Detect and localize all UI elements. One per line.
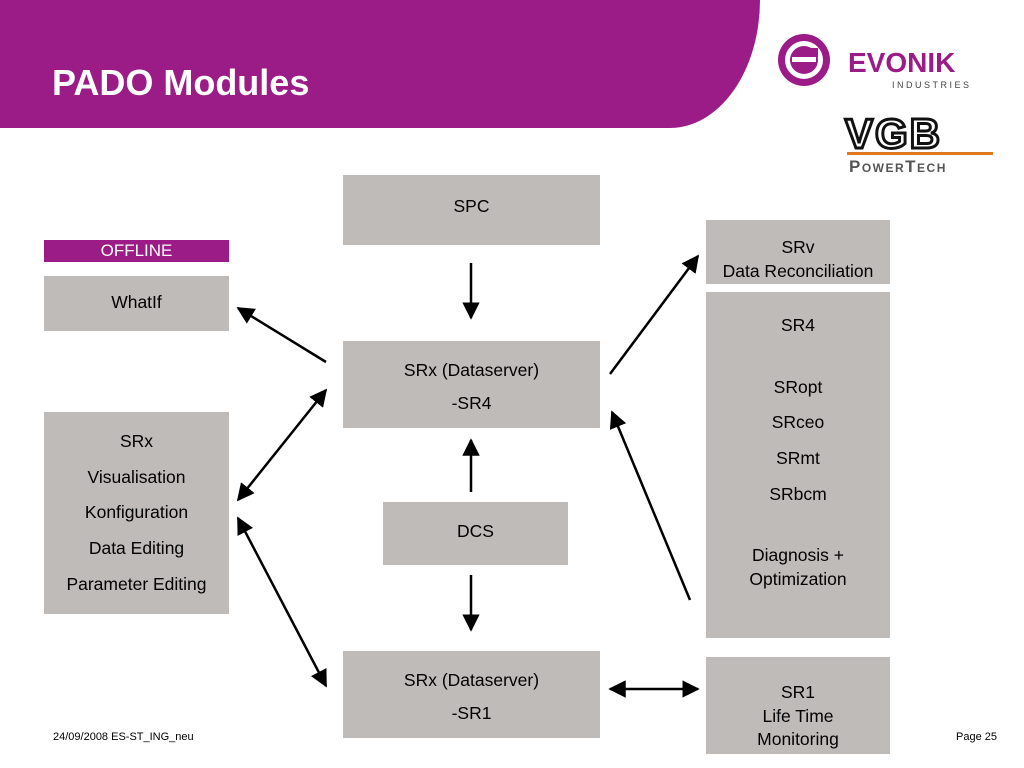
srx-dataserver-sr1-box: SRx (Dataserver) -SR1 — [343, 651, 600, 738]
arrow-srx-top-to-visualisation — [236, 388, 328, 502]
sr1-line3: Monitoring — [757, 729, 839, 750]
arrow-srx-bottom-to-visualisation — [236, 516, 328, 688]
evonik-emblem-icon: EVONIK INDUSTRIES — [778, 34, 972, 90]
sr1-box: SR1 Life Time Monitoring — [706, 657, 890, 754]
optimization-label: Optimization — [749, 568, 847, 589]
arrow-srx-to-srv — [608, 254, 700, 375]
page-title: PADO Modules — [52, 62, 310, 103]
sr1-line1: SR1 — [780, 682, 816, 702]
vgb-subtitle: PowerTech — [849, 157, 947, 176]
srx-left-line2: Visualisation — [87, 466, 186, 487]
arrow-srx-to-whatif — [236, 306, 327, 364]
sr4-label: SR4 — [780, 315, 816, 335]
footer-date: 24/09/2008 ES-ST_ING_neu — [53, 731, 194, 743]
spc-label: SPC — [453, 196, 490, 216]
srv-line1: SRv — [781, 237, 815, 257]
vgb-orange-bar — [847, 152, 993, 155]
srx-bottom-line1: SRx (Dataserver) — [403, 670, 540, 690]
srx-top-line1: SRx (Dataserver) — [403, 360, 540, 380]
srx-left-line4: Data Editing — [88, 537, 185, 558]
sr4-group-box: SR4 SRopt SRceo SRmt SRbcm Diagnosis + O… — [706, 292, 890, 638]
srx-dataserver-sr4-box: SRx (Dataserver) -SR4 — [343, 341, 600, 428]
whatif-box: WhatIf — [44, 276, 229, 331]
sr1-line2: Life Time — [762, 705, 834, 726]
srv-line2: Data Reconciliation — [722, 260, 874, 281]
srx-left-line5: Parameter Editing — [66, 573, 207, 594]
whatif-label: WhatIf — [111, 292, 162, 312]
header-band — [0, 0, 760, 128]
srmt-label: SRmt — [776, 447, 820, 468]
arrow-sr4-group-to-srx — [609, 410, 692, 601]
footer-page-number: Page 25 — [956, 731, 997, 743]
vgb-logo: VGB PowerTech — [843, 109, 995, 176]
srv-box: SRv Data Reconciliation — [706, 220, 890, 284]
sropt-label: SRopt — [773, 376, 823, 397]
srx-left-line3: Konfiguration — [84, 502, 189, 523]
spc-box: SPC — [343, 175, 600, 245]
srx-visualisation-box: SRx Visualisation Konfiguration Data Edi… — [44, 412, 229, 614]
srx-left-line1: SRx — [119, 431, 154, 451]
offline-label: OFFLINE — [44, 240, 229, 262]
srceo-label: SRceo — [771, 412, 825, 433]
srx-top-line2: -SR4 — [451, 392, 492, 413]
vgb-wordmark: VGB — [845, 112, 942, 157]
srx-bottom-line2: -SR1 — [451, 702, 492, 723]
evonik-wordmark: EVONIK — [848, 47, 955, 78]
evonik-logo: EVONIK INDUSTRIES — [776, 32, 1001, 92]
dcs-box: DCS — [383, 502, 568, 565]
dcs-label: DCS — [457, 521, 494, 541]
srbcm-label: SRbcm — [769, 483, 827, 504]
diagnosis-label: Diagnosis + — [752, 545, 844, 566]
evonik-subtitle: INDUSTRIES — [892, 80, 972, 90]
